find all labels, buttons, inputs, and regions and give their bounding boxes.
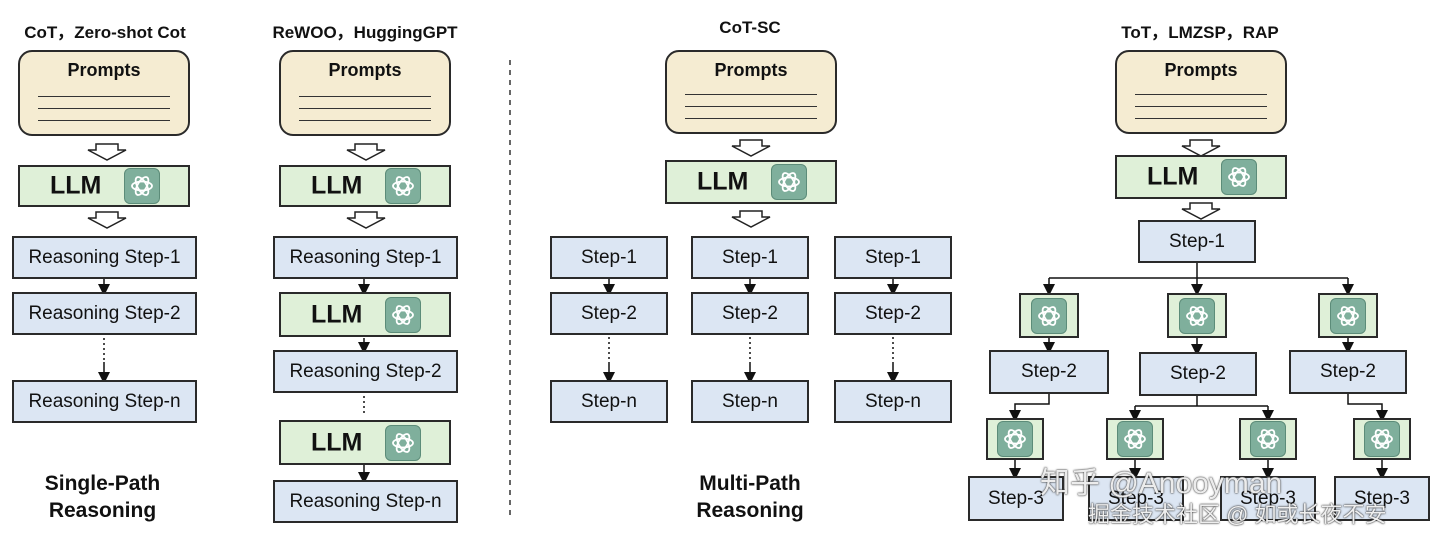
panel4-step-2-right: Step-2 xyxy=(1289,350,1407,394)
llm-label: LLM xyxy=(311,428,363,456)
openai-logo-icon xyxy=(124,168,160,204)
panel1-step-1: Reasoning Step-1 xyxy=(12,236,197,279)
openai-logo-icon xyxy=(385,168,421,204)
caption-line-2: Reasoning xyxy=(696,499,804,522)
panel3-col1-step-2: Step-2 xyxy=(550,292,668,335)
panel2-title: ReWOO，HuggingGPT xyxy=(272,23,458,42)
panel2-llm-box: LLM xyxy=(279,165,451,207)
panel3-prompts-box: Prompts xyxy=(665,50,837,134)
panel1-title: CoT，Zero-shot Cot xyxy=(24,23,186,42)
panel3-llm-box: LLM xyxy=(665,160,837,204)
single-path-caption: Single-Path Reasoning xyxy=(0,470,205,524)
panel4-prompts-box: Prompts xyxy=(1115,50,1287,134)
panel4-step-1: Step-1 xyxy=(1138,220,1256,263)
panel3-col1-step-1: Step-1 xyxy=(550,236,668,279)
panel1-llm-box: LLM xyxy=(18,165,190,207)
panel2-llm-box-3: LLM xyxy=(279,420,451,465)
panel3-title: CoT-SC xyxy=(719,18,781,37)
panel4-step-2-middle: Step-2 xyxy=(1139,352,1257,396)
panel2-step-1: Reasoning Step-1 xyxy=(273,236,458,279)
openai-logo-icon xyxy=(385,296,421,333)
openai-logo-icon xyxy=(1364,421,1400,457)
panel4-llm-icon-box xyxy=(986,418,1044,460)
panel4-llm-box: LLM xyxy=(1115,155,1287,199)
prompts-label: Prompts xyxy=(67,60,141,80)
openai-logo-icon xyxy=(997,421,1033,457)
panel4-step-3: Step-3 xyxy=(1334,476,1430,521)
panel4-llm-icon-box xyxy=(1167,293,1227,338)
panel3-col1-step-n: Step-n xyxy=(550,380,668,423)
hollow-down-arrow-icon xyxy=(87,139,1221,229)
panel4-step-3: Step-3 xyxy=(1220,476,1316,521)
llm-label: LLM xyxy=(311,171,363,200)
watermark-juejin: 掘金技术社区 @ 如或长夜不安 xyxy=(1088,502,1387,527)
panel4-llm-icon-box xyxy=(1353,418,1411,460)
panel1-prompts-box: Prompts xyxy=(18,50,190,136)
panel1-step-n: Reasoning Step-n xyxy=(12,380,197,423)
llm-label: LLM xyxy=(697,167,749,196)
panel2-step-n: Reasoning Step-n xyxy=(273,480,458,523)
panel3-col3-step-n: Step-n xyxy=(834,380,952,423)
openai-logo-icon xyxy=(1221,159,1257,195)
watermark-zhihu: 知乎 @Anooyman xyxy=(1040,467,1283,500)
panel4-llm-icon-box xyxy=(1239,418,1297,460)
openai-logo-icon xyxy=(1250,421,1286,457)
panel1-step-2: Reasoning Step-2 xyxy=(12,292,197,335)
panel4-llm-icon-box xyxy=(1318,293,1378,338)
llm-label: LLM xyxy=(311,300,363,328)
multi-path-caption: Multi-Path Reasoning xyxy=(650,470,850,524)
panel3-col3-step-2: Step-2 xyxy=(834,292,952,335)
openai-logo-icon xyxy=(1031,297,1067,334)
panel4-llm-icon-box xyxy=(1106,418,1164,460)
openai-logo-icon xyxy=(385,424,421,461)
caption-line-2: Reasoning xyxy=(48,499,157,522)
openai-logo-icon xyxy=(1117,421,1153,457)
panel4-step-2-left: Step-2 xyxy=(989,350,1109,394)
panel3-col2-step-n: Step-n xyxy=(691,380,809,423)
llm-label: LLM xyxy=(1147,162,1199,191)
panel2-prompts-box: Prompts xyxy=(279,50,451,136)
panel4-step-3: Step-3 xyxy=(1088,476,1184,521)
openai-logo-icon xyxy=(1330,297,1366,334)
panel4-title: ToT，LMZSP，RAP xyxy=(1121,23,1279,42)
caption-line-1: Single-Path xyxy=(44,472,161,495)
openai-logo-icon xyxy=(771,164,807,200)
panel3-col2-step-1: Step-1 xyxy=(691,236,809,279)
openai-logo-icon xyxy=(1179,297,1215,334)
caption-line-1: Multi-Path xyxy=(699,472,801,495)
llm-label: LLM xyxy=(50,171,102,200)
panel2-llm-box-2: LLM xyxy=(279,292,451,337)
panel4-step-3: Step-3 xyxy=(968,476,1064,521)
panel4-llm-icon-box xyxy=(1019,293,1079,338)
prompts-label: Prompts xyxy=(714,60,788,80)
panel3-col2-step-2: Step-2 xyxy=(691,292,809,335)
prompts-label: Prompts xyxy=(328,60,402,80)
prompts-label: Prompts xyxy=(1164,60,1238,80)
panel2-step-2: Reasoning Step-2 xyxy=(273,350,458,393)
panel3-col3-step-1: Step-1 xyxy=(834,236,952,279)
